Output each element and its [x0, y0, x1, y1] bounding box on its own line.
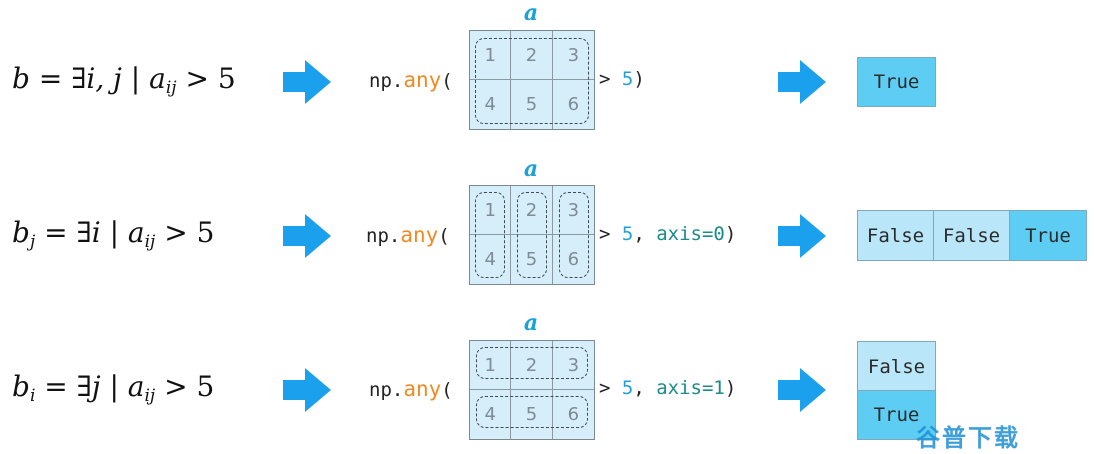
- code-prefix: np.: [369, 70, 404, 92]
- formula-bar: |: [109, 370, 119, 403]
- formula-a: a: [127, 370, 145, 403]
- formula-bar: |: [109, 216, 120, 249]
- array-cell: 3: [552, 31, 594, 80]
- code-suffix-row-3: > 5, axis=1): [599, 377, 736, 399]
- array-cell: 6: [567, 404, 580, 425]
- result-cell: False: [933, 210, 1010, 261]
- formula-five: 5: [217, 62, 236, 95]
- code-num: 5: [621, 68, 634, 90]
- right-arrow-icon: [283, 368, 331, 412]
- right-arrow-icon: [778, 60, 826, 104]
- array-cell: 6: [567, 94, 580, 115]
- result-cell: True: [857, 57, 936, 107]
- result-cell: True: [857, 390, 936, 440]
- code-prefix: np.: [366, 225, 401, 247]
- formula-eq: =: [44, 216, 68, 249]
- array-cell: 4: [470, 80, 512, 129]
- formula-lhs: b: [12, 62, 30, 95]
- formula-vars: i, j: [86, 62, 122, 95]
- formula-five: 5: [196, 370, 215, 403]
- formula-row-1: b = ∃i, j | aij > 5: [12, 62, 236, 98]
- code-open: (: [438, 225, 450, 247]
- formula-a-sub: ij: [165, 78, 177, 98]
- array-cell: 2: [511, 341, 553, 390]
- array-cell: 5: [511, 390, 553, 439]
- formula-lhs: b: [12, 216, 30, 249]
- formula-lhs-sub: i: [29, 386, 36, 406]
- formula-vars: j: [91, 370, 101, 403]
- code-open: (: [441, 379, 453, 401]
- formula-eq: =: [38, 62, 63, 95]
- formula-a-sub: ij: [144, 232, 156, 252]
- formula-exists: ∃: [76, 370, 92, 403]
- array-cell: 3: [552, 341, 594, 390]
- formula-five: 5: [196, 216, 215, 249]
- array-grid: 1 2 3 4 5 6: [469, 340, 595, 440]
- formula-bar: |: [130, 62, 141, 95]
- right-arrow-icon: [283, 60, 331, 104]
- right-arrow-icon: [283, 214, 331, 258]
- array-cell: 5: [511, 235, 553, 284]
- array-cell: 2: [511, 186, 553, 235]
- array-label: a: [523, 0, 539, 26]
- code-fn: any: [403, 377, 442, 401]
- code-cmp: >: [599, 377, 622, 399]
- code-comma: ,: [633, 223, 657, 245]
- formula-vars: i: [91, 216, 101, 249]
- code-fn: any: [400, 223, 439, 247]
- array-cell: 1: [470, 186, 512, 235]
- code-kw: axis=1: [656, 377, 725, 399]
- code-cmp: >: [599, 68, 622, 90]
- formula-row-2: bj = ∃i | aij > 5: [12, 216, 215, 252]
- code-fn: any: [403, 68, 442, 92]
- right-arrow-icon: [778, 368, 826, 412]
- formula-lhs-sub: j: [29, 232, 36, 252]
- code-suffix-row-2: > 5, axis=0): [599, 223, 736, 245]
- array-grid: 1 2 3 4 5 6: [469, 185, 595, 285]
- code-prefix: np.: [369, 379, 404, 401]
- formula-gt: >: [164, 370, 188, 403]
- array-cell: 1: [470, 341, 512, 390]
- code-cmp: >: [599, 223, 622, 245]
- array-cell: 1: [470, 31, 512, 80]
- code-suffix-row-1: > 5): [599, 68, 645, 90]
- code-kw: axis=0: [656, 223, 725, 245]
- code-num: 5: [621, 377, 634, 399]
- array-label: a: [523, 310, 539, 336]
- formula-a: a: [149, 62, 166, 95]
- array-cell: 6: [567, 249, 580, 270]
- code-num: 5: [621, 223, 634, 245]
- formula-a-sub: ij: [144, 386, 156, 406]
- right-arrow-icon: [778, 214, 826, 258]
- formula-eq: =: [44, 370, 68, 403]
- code-open: (: [441, 70, 453, 92]
- array-cell: 4: [470, 235, 512, 284]
- code-row-3: np.any(: [369, 377, 453, 401]
- watermark-logo: 谷普下载: [916, 424, 1020, 452]
- array-label: a: [523, 156, 539, 182]
- formula-exists: ∃: [71, 62, 87, 95]
- formula-gt: >: [185, 62, 209, 95]
- code-close: ): [724, 377, 737, 399]
- code-row-2: np.any(: [366, 223, 450, 247]
- code-close: ): [724, 223, 737, 245]
- code-row-1: np.any(: [369, 68, 453, 92]
- formula-lhs: b: [12, 370, 30, 403]
- result-cell: True: [1009, 210, 1087, 261]
- array-cell: 5: [511, 80, 553, 129]
- result-cell: False: [857, 210, 934, 261]
- code-comma: ,: [633, 377, 657, 399]
- code-close: ): [633, 68, 645, 90]
- formula-a: a: [127, 216, 145, 249]
- array-cell: 4: [470, 390, 512, 439]
- result-cell: False: [857, 341, 936, 392]
- formula-gt: >: [164, 216, 188, 249]
- array-grid: 1 2 3 4 5 6: [469, 30, 595, 130]
- array-cell: 3: [552, 186, 594, 235]
- formula-exists: ∃: [76, 216, 92, 249]
- array-cell: 2: [511, 31, 553, 80]
- formula-row-3: bi = ∃j | aij > 5: [12, 370, 215, 406]
